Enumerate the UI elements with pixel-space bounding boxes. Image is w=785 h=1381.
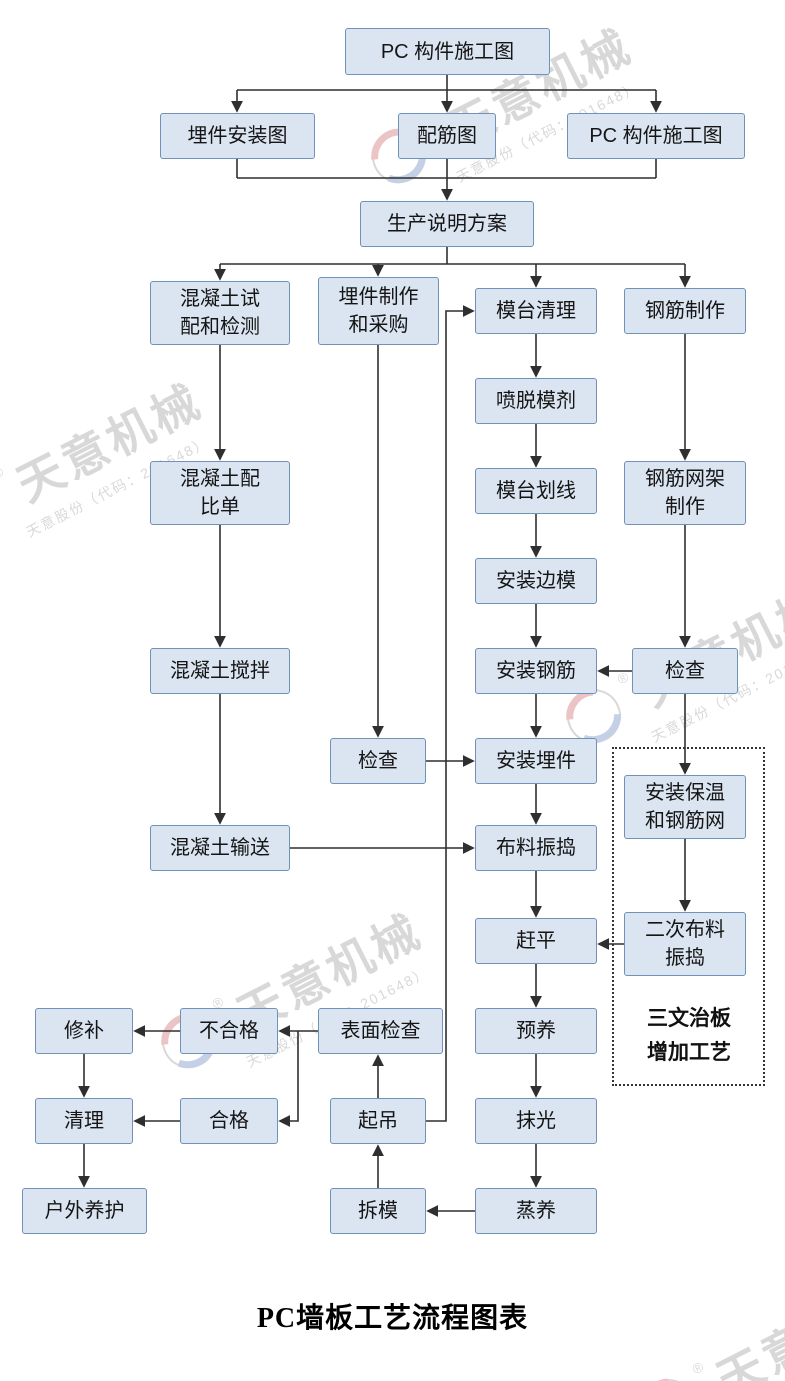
- node-install-side-mold: 安装边模: [475, 558, 597, 604]
- node-inspection-embed: 检查: [330, 738, 426, 784]
- node-repair: 修补: [35, 1008, 133, 1054]
- node-pour-vibrate: 布料振捣: [475, 825, 597, 871]
- node-concrete-trial-mix-test: 混凝土试 配和检测: [150, 281, 290, 345]
- node-rebar-drawing: 配筋图: [398, 113, 496, 159]
- node-concrete-delivery: 混凝土输送: [150, 825, 290, 871]
- node-cleaning: 清理: [35, 1098, 133, 1144]
- node-embed-install-drawing: 埋件安装图: [160, 113, 315, 159]
- node-install-rebar: 安装钢筋: [475, 648, 597, 694]
- node-lifting: 起吊: [330, 1098, 426, 1144]
- node-mold-table-marking: 模台划线: [475, 468, 597, 514]
- node-concrete-mixing: 混凝土搅拌: [150, 648, 290, 694]
- node-spray-release-agent: 喷脱模剂: [475, 378, 597, 424]
- sandwich-process-group: [612, 747, 765, 1086]
- node-outdoor-curing: 户外养护: [22, 1188, 147, 1234]
- node-install-insulation-mesh: 安装保温 和钢筋网: [624, 775, 746, 839]
- node-pc-construction-drawing-right: PC 构件施工图: [567, 113, 745, 159]
- node-rebar-fabrication: 钢筋制作: [624, 288, 746, 334]
- node-inspection-rebar: 检查: [632, 648, 738, 694]
- node-unqualified: 不合格: [180, 1008, 278, 1054]
- node-steam-curing: 蒸养: [475, 1188, 597, 1234]
- sandwich-process-note: 三文治板 增加工艺: [647, 1007, 731, 1064]
- node-concrete-mix-sheet: 混凝土配 比单: [150, 461, 290, 525]
- node-surface-inspection: 表面检查: [318, 1008, 443, 1054]
- node-pc-construction-drawing-top: PC 构件施工图: [345, 28, 550, 75]
- node-embed-fabrication-purchase: 埋件制作 和采购: [318, 277, 439, 345]
- node-production-plan: 生产说明方案: [360, 201, 534, 247]
- node-second-pour-vibrate: 二次布料 振捣: [624, 912, 746, 976]
- node-pre-curing: 预养: [475, 1008, 597, 1054]
- node-mold-table-cleaning: 模台清理: [475, 288, 597, 334]
- diagram-title: PC墙板工艺流程图表: [256, 1303, 529, 1334]
- node-rebar-mesh-fabrication: 钢筋网架 制作: [624, 461, 746, 525]
- node-leveling: 赶平: [475, 918, 597, 964]
- node-install-embed-parts: 安装埋件: [475, 738, 597, 784]
- node-demolding: 拆模: [330, 1188, 426, 1234]
- node-qualified: 合格: [180, 1098, 278, 1144]
- node-smoothing: 抹光: [475, 1098, 597, 1144]
